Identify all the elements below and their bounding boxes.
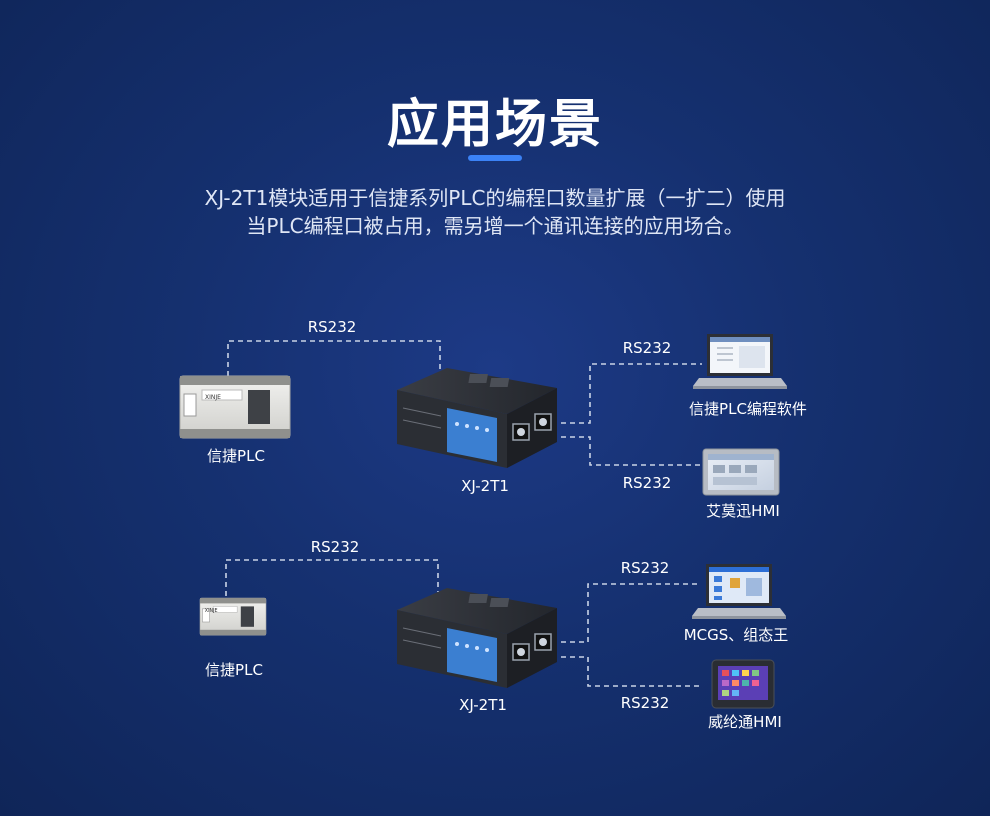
page-title: 应用场景: [386, 95, 603, 155]
scenario1-top-link: [552, 363, 702, 424]
scenario2-hmi-icon: [711, 659, 775, 709]
scenario1-plc-label: 信捷PLC: [207, 447, 265, 465]
scenario2-top-device-label: MCGS、组态王: [683, 626, 789, 644]
scenario1-bottom-device-label: 艾莫迅HMI: [706, 502, 780, 520]
description-line-1: XJ-2T1模块适用于信捷系列PLC的编程口数量扩展（一扩二）使用: [204, 186, 786, 210]
scenario2-laptop-icon: [692, 564, 786, 619]
scenario1-top-device-label: 信捷PLC编程软件: [689, 400, 807, 418]
description: XJ-2T1模块适用于信捷系列PLC的编程口数量扩展（一扩二）使用 当PLC编程…: [0, 184, 990, 240]
scenario1-connectors: [227, 340, 702, 466]
scenario2-bottom-device-label: 威纶通HMI: [708, 713, 782, 731]
scenario1-plc-image: XINJE: [179, 375, 291, 439]
scenario2-module-image: [396, 587, 558, 689]
scenario2-top-link-label: RS232: [620, 559, 670, 577]
scenario1-plc-link-label: RS232: [307, 318, 357, 336]
scenario1-module-label: XJ-2T1: [461, 477, 509, 495]
scenario2-top-link: [552, 583, 700, 643]
title-underline: [468, 155, 522, 161]
scenario1-hmi-icon: [702, 448, 780, 496]
scenario2-plc-label: 信捷PLC: [205, 661, 263, 679]
scenario1-top-link-label: RS232: [622, 339, 672, 357]
description-line-2: 当PLC编程口被占用，需另增一个通讯连接的应用场合。: [246, 214, 744, 238]
scenario1-plc-link: [227, 340, 441, 376]
scenario1-plc-brand: XINJE: [205, 394, 221, 401]
scenario2-plc-link-label: RS232: [310, 538, 360, 556]
scenario2-bottom-link-label: RS232: [620, 694, 670, 712]
scenario2-plc-image: XINJE: [199, 597, 267, 636]
scenario1-bottom-link-label: RS232: [622, 474, 672, 492]
scenario2-plc-brand: XINJE: [205, 608, 218, 614]
scenario1-bottom-link: [525, 436, 702, 466]
scenario2-module-label: XJ-2T1: [459, 696, 507, 714]
scenario2-plc-link: [225, 559, 439, 596]
scenario1-laptop-icon: [693, 334, 787, 389]
scenario1-module-image: [396, 367, 558, 469]
